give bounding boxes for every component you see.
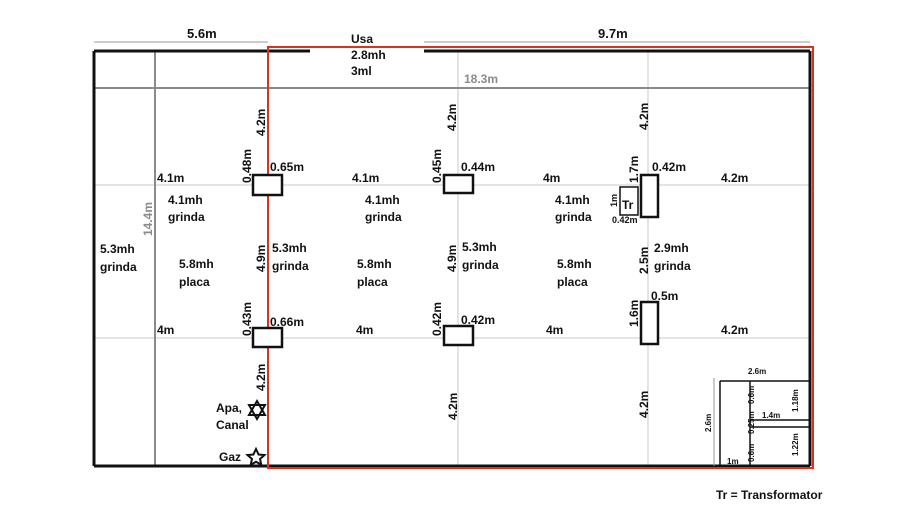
beam-mid-3-type: grinda bbox=[654, 259, 691, 273]
beam-top-1-height: 4.1mh bbox=[168, 193, 203, 207]
top-left-width: 5.6m bbox=[187, 26, 217, 41]
door-width: 3ml bbox=[351, 64, 372, 78]
corner-room-inner-width: 1.4m bbox=[762, 411, 780, 420]
beam-mid-3-height: 2.9mh bbox=[654, 241, 689, 255]
beam-top-1-type: grinda bbox=[168, 210, 205, 224]
column-6-width: 0.5m bbox=[651, 289, 678, 303]
vspan-top-1: 4.2m bbox=[254, 109, 268, 136]
slab-3-type: placa bbox=[557, 275, 588, 289]
column-6 bbox=[639, 300, 660, 346]
beam-mid-1-type: grinda bbox=[272, 259, 309, 273]
column-3-depth: 1.7m bbox=[627, 156, 641, 183]
highlighted-area-outline bbox=[267, 46, 814, 469]
column-2-depth: 0.45m bbox=[430, 149, 444, 183]
column-6-depth: 1.6m bbox=[627, 300, 641, 327]
corner-room-upper-b: 1.18m bbox=[791, 389, 800, 412]
transformer-width: 0.42m bbox=[612, 215, 638, 225]
span-bottom-3: 4m bbox=[546, 323, 563, 337]
gas-star-icon bbox=[245, 446, 267, 467]
vspan-bottom-2: 4.2m bbox=[446, 393, 460, 420]
vspan-top-3: 4.2m bbox=[637, 103, 651, 130]
vspan-mid-3: 2.5m bbox=[637, 247, 651, 274]
beam-top-3-type: grinda bbox=[555, 210, 592, 224]
left-bay-height: 5.3mh bbox=[100, 242, 135, 256]
column-2 bbox=[442, 173, 475, 195]
beam-mid-1-height: 5.3mh bbox=[272, 241, 307, 255]
utility-water: Apa, bbox=[216, 401, 242, 415]
span-top-3: 4m bbox=[543, 171, 560, 185]
slab-3-height: 5.8mh bbox=[557, 257, 592, 271]
beam-top-2-height: 4.1mh bbox=[365, 193, 400, 207]
column-4-depth: 0.43m bbox=[240, 302, 254, 336]
vspan-mid-2: 4.9m bbox=[445, 245, 459, 272]
column-1-width: 0.65m bbox=[270, 160, 304, 174]
vspan-bottom-1: 4.2m bbox=[254, 364, 268, 391]
legend-text: Tr = Transformator bbox=[716, 488, 823, 502]
vspan-top-2: 4.2m bbox=[445, 104, 459, 131]
overall-depth: 14.4m bbox=[141, 202, 155, 236]
span-bottom-1: 4m bbox=[157, 323, 174, 337]
beam-mid-2-type: grinda bbox=[462, 258, 499, 272]
door-title: Usa bbox=[351, 32, 373, 46]
transformer-depth: 1m bbox=[609, 194, 619, 207]
slab-2-height: 5.8mh bbox=[357, 257, 392, 271]
top-right-width: 9.7m bbox=[598, 26, 628, 41]
corner-room-mid-gap: 0.25m bbox=[747, 411, 756, 434]
corner-room-upper-a: 0.6m bbox=[747, 386, 756, 404]
column-2-width: 0.44m bbox=[461, 160, 495, 174]
outer-walls bbox=[92, 49, 812, 468]
vspan-mid-1: 4.9m bbox=[254, 245, 268, 272]
span-bottom-4: 4.2m bbox=[721, 323, 748, 337]
corner-room bbox=[713, 378, 810, 466]
slab-1-type: placa bbox=[179, 275, 210, 289]
transformer-code: Tr bbox=[622, 198, 634, 212]
left-bay-type: grinda bbox=[100, 260, 137, 274]
utility-gas: Gaz bbox=[219, 450, 241, 464]
span-top-4: 4.2m bbox=[721, 171, 748, 185]
transformer-box bbox=[619, 186, 639, 216]
column-1-depth: 0.48m bbox=[240, 149, 254, 183]
slab-1-height: 5.8mh bbox=[179, 257, 214, 271]
slab-2-type: placa bbox=[357, 275, 388, 289]
beam-top-3-height: 4.1mh bbox=[555, 193, 590, 207]
column-3-width: 0.42m bbox=[652, 160, 686, 174]
water-sewer-icon bbox=[247, 398, 267, 422]
beam-top-2-type: grinda bbox=[365, 210, 402, 224]
column-5-width: 0.42m bbox=[461, 313, 495, 327]
span-top-1: 4.1m bbox=[157, 171, 184, 185]
column-4-width: 0.66m bbox=[270, 315, 304, 329]
utility-sewer: Canal bbox=[216, 418, 249, 432]
column-4 bbox=[251, 326, 284, 349]
corner-room-bottom-width: 1m bbox=[727, 457, 739, 466]
column-5 bbox=[442, 324, 475, 347]
column-5-depth: 0.42m bbox=[430, 302, 444, 336]
overall-width: 18.3m bbox=[464, 72, 498, 86]
corner-room-lower-a: 0.6m bbox=[747, 444, 756, 462]
span-bottom-2: 4m bbox=[356, 323, 373, 337]
door-height: 2.8mh bbox=[351, 48, 386, 62]
column-3 bbox=[639, 173, 660, 219]
corner-room-side-height: 2.6m bbox=[704, 414, 713, 432]
beam-mid-2-height: 5.3mh bbox=[462, 240, 497, 254]
corner-room-lower-b: 1.22m bbox=[791, 433, 800, 456]
columns bbox=[251, 173, 660, 349]
column-1 bbox=[251, 173, 284, 197]
corner-room-top-width: 2.6m bbox=[748, 367, 766, 376]
span-top-2: 4.1m bbox=[352, 171, 379, 185]
vspan-bottom-3: 4.2m bbox=[637, 391, 651, 418]
